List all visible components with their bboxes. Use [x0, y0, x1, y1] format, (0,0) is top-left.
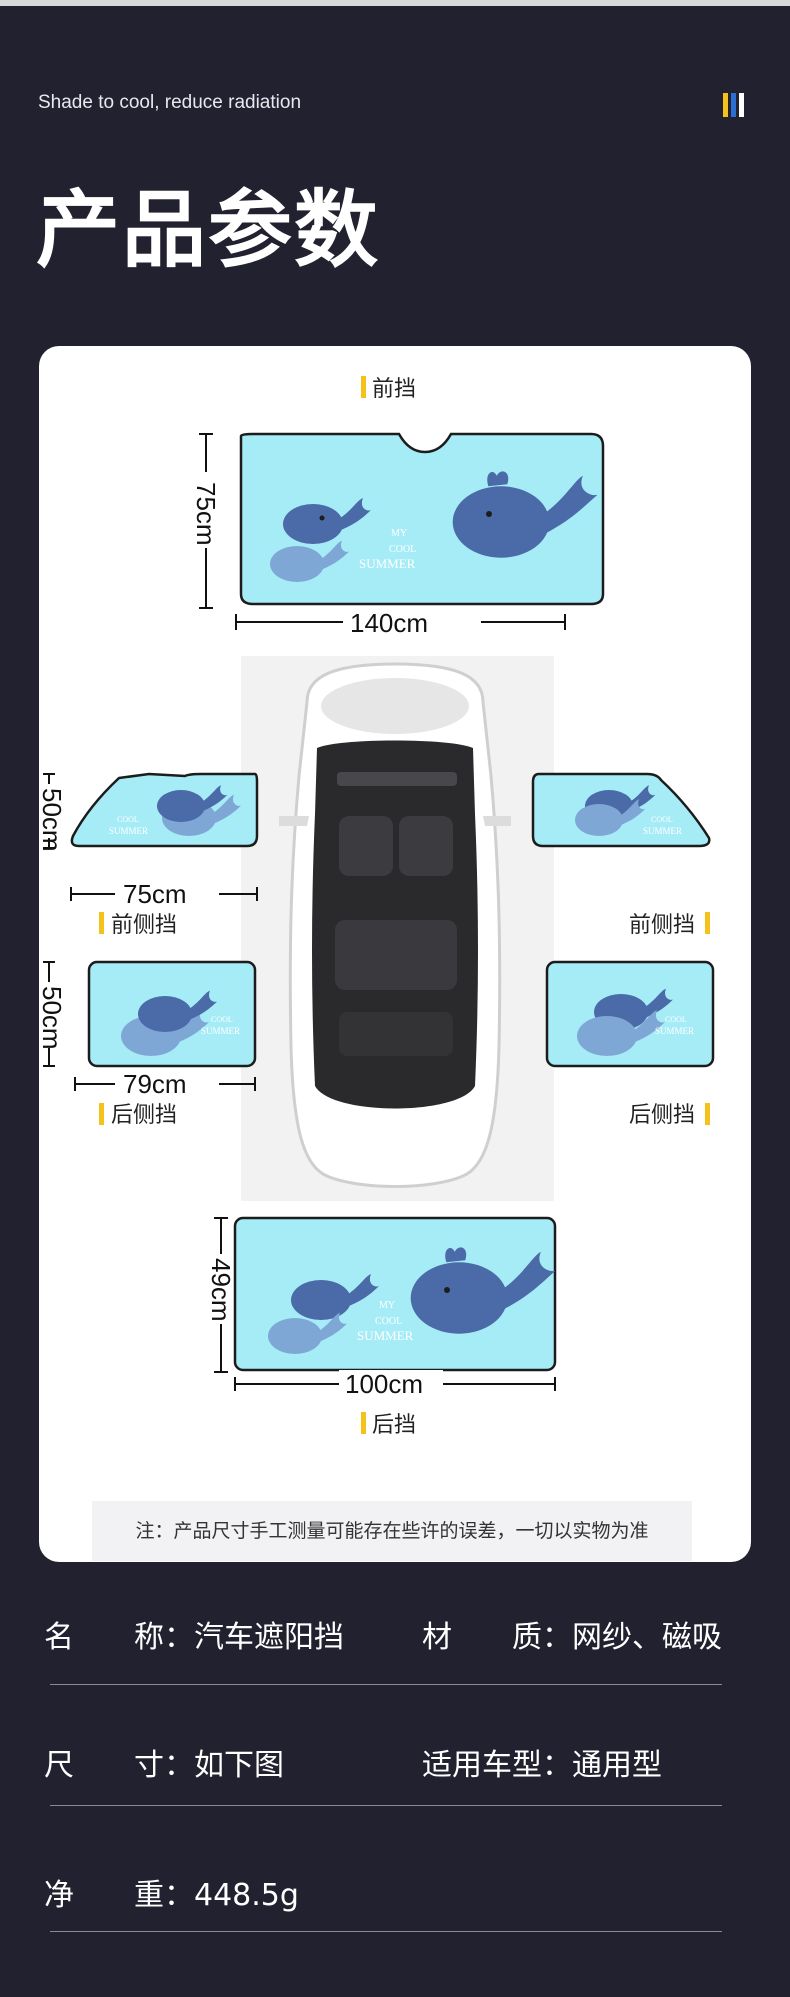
- tagline: Shade to cool, reduce radiation: [38, 92, 302, 113]
- rear-side-width: 79cm: [123, 1069, 187, 1099]
- rear-width: 100cm: [345, 1369, 423, 1399]
- product-diagram-card: 前挡 MY COOL SUMMER 75cm 140cm: [39, 346, 751, 1562]
- page-title: 产品参数: [36, 181, 381, 279]
- print-my: MY: [391, 528, 407, 539]
- divider: [50, 1805, 722, 1806]
- spec-size-value: 如下图: [194, 1748, 284, 1783]
- label-bar: [361, 376, 366, 398]
- front-side-left-label: 前侧挡: [111, 913, 177, 938]
- car-top-view: [241, 656, 554, 1201]
- print-my: MY: [379, 1300, 395, 1311]
- print-text: COOL: [211, 1015, 233, 1024]
- rear-shade: MY COOL SUMMER 49cm 100cm 后挡: [206, 1216, 557, 1438]
- print-summer: SUMMER: [359, 556, 416, 571]
- spec-name: 名 称：汽车遮阳挡: [44, 1618, 344, 1658]
- spec-weight-value: 448.5g: [194, 1878, 299, 1913]
- front-side-right-label: 前侧挡: [629, 913, 695, 938]
- print-text: SUMMER: [655, 1026, 694, 1036]
- measurement-note: 注：产品尺寸手工测量可能存在些许的误差，一切以实物为准: [92, 1501, 692, 1561]
- spec-size: 尺 寸：如下图: [44, 1746, 284, 1786]
- spec-name-key: 名 称：: [44, 1620, 194, 1655]
- rear-side-left-label: 后侧挡: [111, 1103, 177, 1128]
- rear-side-left-shade: COOL SUMMER 50cm 79cm 后侧挡: [39, 960, 257, 1128]
- front-shade: 前挡 MY COOL SUMMER 75cm 140cm: [191, 376, 605, 638]
- print-text: COOL: [665, 1015, 687, 1024]
- spec-car-type: 适用车型：通用型: [422, 1746, 662, 1786]
- print-text: SUMMER: [109, 826, 148, 836]
- rear-side-right-shade: COOL SUMMER 后侧挡: [545, 960, 715, 1128]
- print-cool: COOL: [375, 1316, 402, 1327]
- rear-side-height: 50cm: [39, 986, 67, 1050]
- spec-material-value: 网纱、磁吸: [572, 1620, 722, 1655]
- spec-car-type-value: 通用型: [572, 1748, 662, 1783]
- sunshade-diagram: 前挡 MY COOL SUMMER 75cm 140cm: [39, 376, 715, 1438]
- spec-size-key: 尺 寸：: [44, 1748, 194, 1783]
- print-summer: SUMMER: [357, 1328, 414, 1343]
- front-side-height: 50cm: [39, 788, 67, 852]
- divider: [50, 1931, 722, 1932]
- spec-car-type-key: 适用车型：: [422, 1748, 572, 1783]
- print-text: COOL: [651, 815, 673, 824]
- spec-name-value: 汽车遮阳挡: [194, 1620, 344, 1655]
- divider: [50, 1684, 722, 1685]
- print-text: COOL: [117, 815, 139, 824]
- spec-material-key: 材 质：: [422, 1620, 572, 1655]
- brand-bars-icon: [723, 93, 749, 117]
- spec-material: 材 质：网纱、磁吸: [422, 1618, 722, 1658]
- rear-height: 49cm: [206, 1258, 236, 1322]
- front-side-width: 75cm: [123, 879, 187, 909]
- front-width: 140cm: [350, 608, 428, 638]
- print-cool: COOL: [389, 544, 416, 555]
- spec-weight-key: 净 重：: [44, 1878, 194, 1913]
- rear-label: 后挡: [372, 1413, 416, 1438]
- top-strip: [0, 0, 790, 6]
- front-height: 75cm: [191, 482, 221, 546]
- front-side-left-shade: COOL SUMMER 50cm 75cm 前侧挡: [39, 772, 259, 938]
- front-label: 前挡: [372, 377, 416, 402]
- front-side-right-shade: COOL SUMMER 前侧挡: [531, 772, 711, 938]
- rear-side-right-label: 后侧挡: [629, 1103, 695, 1128]
- print-text: SUMMER: [643, 826, 682, 836]
- spec-weight: 净 重：448.5g: [44, 1876, 299, 1916]
- print-text: SUMMER: [201, 1026, 240, 1036]
